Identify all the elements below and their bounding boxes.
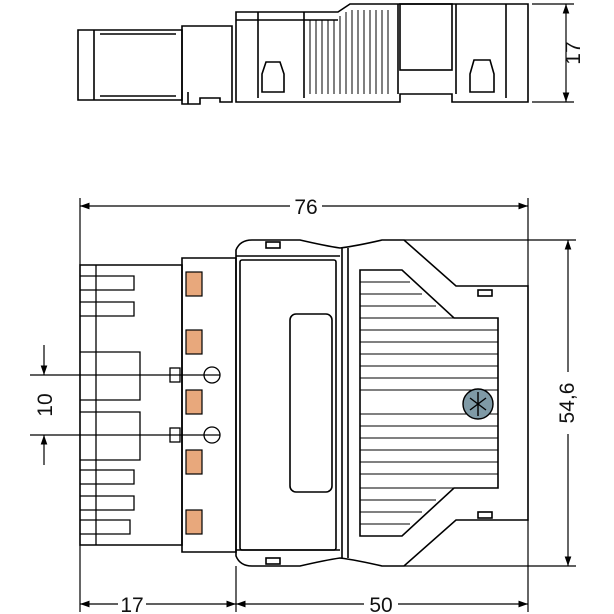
front-ribbed-face (359, 269, 499, 537)
dim-plug-length-label: 17 (120, 594, 143, 614)
dim-overall-width-label: 54,6 (556, 383, 579, 424)
dim-overall-width (404, 239, 576, 567)
contact-5 (185, 509, 203, 535)
contact-3 (185, 389, 203, 415)
dim-pitch (30, 345, 220, 465)
dim-overall-length (79, 198, 529, 286)
contact-1 (185, 271, 203, 297)
front-view (79, 239, 529, 567)
dim-overall-length-label: 76 (294, 196, 317, 219)
side-ribs (309, 10, 389, 94)
side-transition (181, 25, 233, 105)
side-view (77, 3, 529, 105)
side-housing (235, 3, 529, 103)
contact-pads (185, 271, 203, 535)
side-latch-left (261, 61, 285, 93)
inner-slot (289, 313, 333, 493)
screw-icon (462, 388, 494, 420)
dim-side-height-label: 17 (562, 41, 585, 64)
dim-bottom (79, 520, 529, 612)
side-latch-right (469, 59, 495, 93)
dim-pitch-label: 10 (34, 393, 57, 416)
dim-body-length-label: 50 (369, 594, 392, 614)
contact-4 (185, 449, 203, 475)
contact-2 (185, 329, 203, 355)
dim-side-height (532, 3, 574, 103)
label-window (239, 259, 337, 551)
plug-body (79, 264, 183, 546)
plug-prongs (80, 265, 141, 545)
